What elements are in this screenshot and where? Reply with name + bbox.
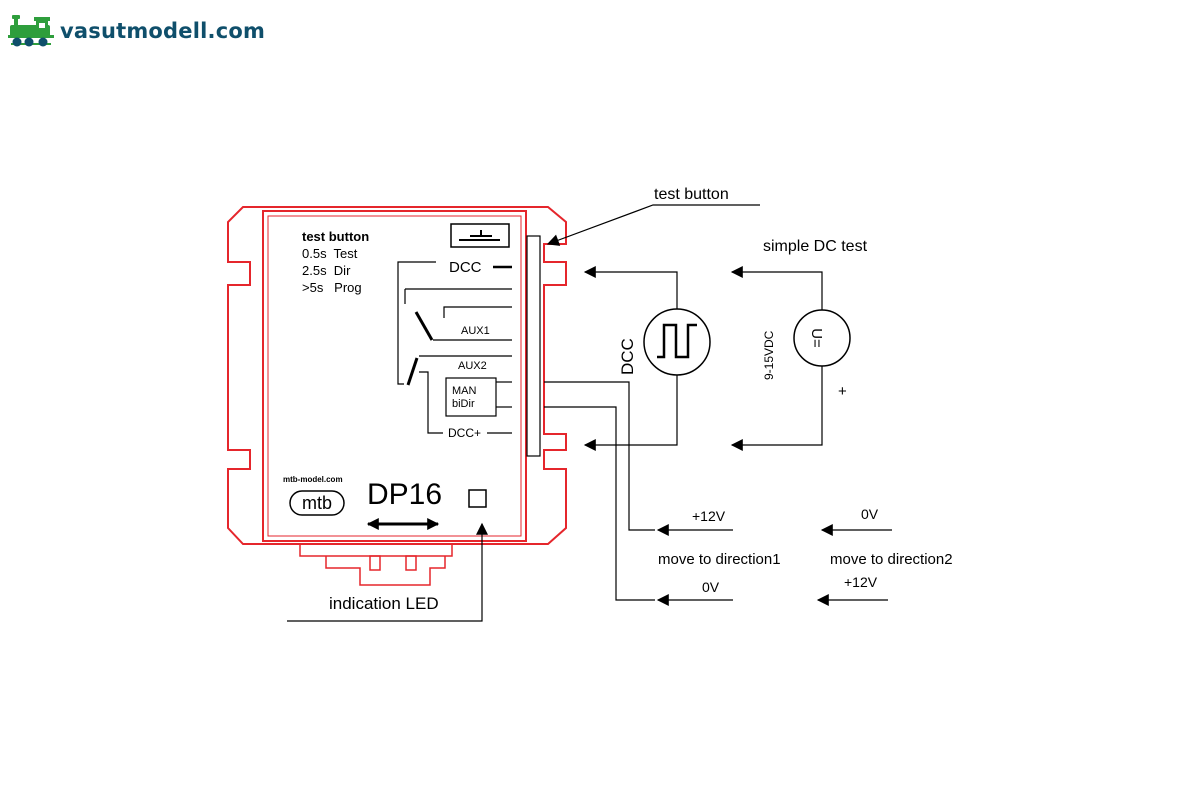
output-wiring xyxy=(544,381,655,601)
dir1-man-value: +12V xyxy=(692,508,726,524)
led-callout-line xyxy=(287,522,488,622)
site-name: vasutmodell.com xyxy=(60,19,266,43)
maker-logo: mtb xyxy=(289,490,345,516)
legend-title: test button xyxy=(302,229,369,244)
site-logo[interactable]: vasutmodell.com xyxy=(8,12,265,50)
terminal-aux2: AUX2 xyxy=(458,360,487,372)
connector-pin-2 xyxy=(405,555,417,571)
simple-dc-test-label: simple DC test xyxy=(763,238,868,255)
model-name: DP16 xyxy=(367,478,442,511)
dc-plus-sign: + xyxy=(838,383,847,400)
dir1-label: move to direction1 xyxy=(658,551,781,568)
legend-line-3: >5s Prog xyxy=(302,280,362,295)
maker-url: mtb-model.com xyxy=(283,475,343,484)
indication-led-label: indication LED xyxy=(329,594,439,613)
device-side-tab xyxy=(526,235,541,457)
dcc-source-label: DCC xyxy=(618,338,637,375)
test-button-symbol[interactable] xyxy=(450,223,510,248)
housing-outline xyxy=(227,206,567,545)
legend-line-1: 0.5s Test xyxy=(302,246,358,261)
device-housing xyxy=(227,206,567,586)
connector-terminal-block xyxy=(299,544,453,557)
connector-pin-1 xyxy=(369,555,381,571)
dir2-bidir-value: +12V xyxy=(844,574,878,590)
terminal-dcc-plus: DCC+ xyxy=(448,426,481,440)
housing-front-panel xyxy=(262,210,527,542)
indication-led xyxy=(468,489,487,508)
maker-logo-text: mtb xyxy=(302,493,332,513)
test-button-callout-line xyxy=(546,204,760,246)
terminal-aux1: AUX1 xyxy=(461,325,490,337)
terminal-bidir: biDir xyxy=(452,398,475,410)
test-button-callout: test button xyxy=(654,186,729,203)
dc-source-wiring xyxy=(730,266,823,451)
legend-line-2: 2.5s Dir xyxy=(302,263,351,278)
dc-source-symbol: U= xyxy=(793,309,851,367)
housing-inner-panel xyxy=(267,215,522,537)
terminal-man: MAN xyxy=(452,385,477,397)
dir2-label: move to direction2 xyxy=(830,551,953,568)
terminal-dcc: DCC xyxy=(449,259,482,276)
dir2-man-value: 0V xyxy=(861,506,879,522)
dir1-bidir-value: 0V xyxy=(702,579,720,595)
internal-wiring xyxy=(397,261,512,434)
dc-source-symbol-text: U= xyxy=(808,328,825,348)
dc-voltage-label: 9-15VDC xyxy=(762,330,776,380)
connector-plug xyxy=(325,556,446,586)
dcc-source-symbol xyxy=(643,308,711,376)
locomotive-icon xyxy=(8,15,54,47)
